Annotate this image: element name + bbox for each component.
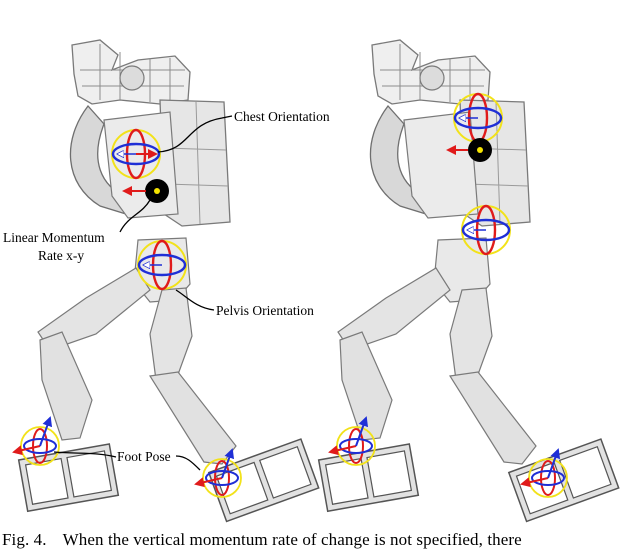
caption-figure-label: Fig. 4. <box>2 530 47 549</box>
label-chest-orientation: Chest Orientation <box>234 109 330 124</box>
label-linear-momentum-line1: Linear Momentum <box>3 230 105 245</box>
label-linear-momentum-line2: Rate x-y <box>38 248 84 263</box>
figure-caption: Fig. 4. When the vertical momentum rate o… <box>2 530 640 550</box>
left-robot <box>14 39 320 523</box>
label-pelvis-orientation: Pelvis Orientation <box>216 303 314 318</box>
right-robot <box>317 39 620 523</box>
label-foot-pose: Foot Pose <box>117 449 171 464</box>
caption-text: When the vertical momentum rate of chang… <box>62 530 522 549</box>
